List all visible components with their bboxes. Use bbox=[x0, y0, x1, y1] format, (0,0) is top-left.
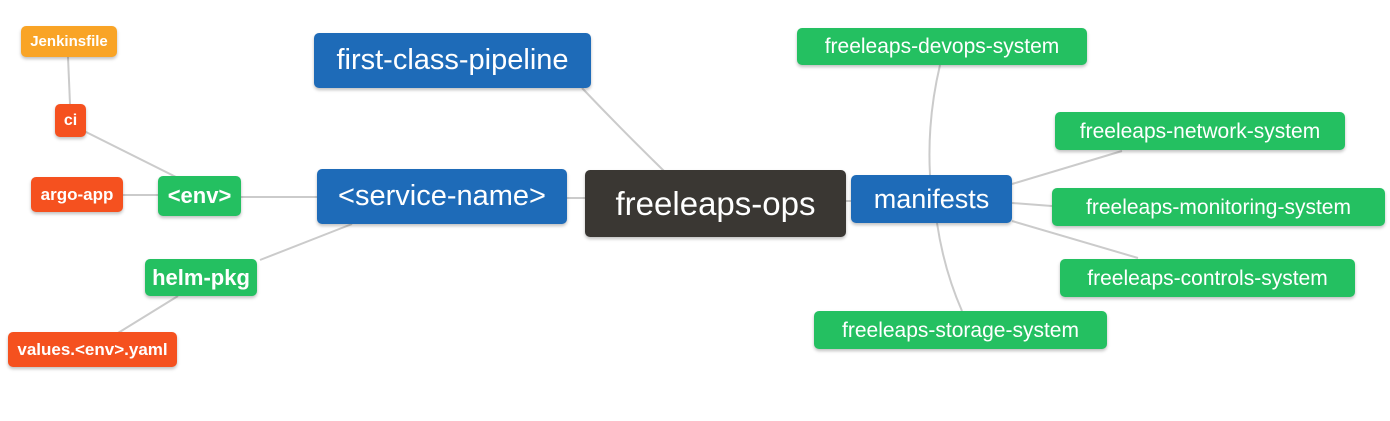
node-helm-pkg[interactable]: helm-pkg bbox=[145, 259, 257, 296]
edge-manifests-devops bbox=[928, 64, 941, 176]
node-service-name[interactable]: <service-name> bbox=[317, 169, 567, 224]
edge-jenkinsfile-ci bbox=[67, 56, 71, 105]
edge-manifests-network bbox=[1011, 150, 1123, 185]
edge-manifests-controls bbox=[1011, 220, 1139, 259]
edge-manifests-monitoring bbox=[1011, 202, 1053, 207]
node-env[interactable]: <env> bbox=[158, 176, 241, 216]
node-devops-system[interactable]: freeleaps-devops-system bbox=[797, 28, 1087, 65]
edge-manifests-storage bbox=[936, 222, 963, 312]
node-freeleaps-ops-root[interactable]: freeleaps-ops bbox=[585, 170, 846, 237]
node-argo-app[interactable]: argo-app bbox=[31, 177, 123, 212]
node-values-env-yaml[interactable]: values.<env>.yaml bbox=[8, 332, 177, 367]
edge-ci-env bbox=[83, 130, 181, 180]
edge-service-name-helm-pkg bbox=[259, 223, 353, 261]
edge-pipeline-freeleaps-ops bbox=[581, 87, 665, 172]
node-network-system[interactable]: freeleaps-network-system bbox=[1055, 112, 1345, 150]
edge-helm-pkg-values-yaml bbox=[117, 295, 179, 334]
node-ci[interactable]: ci bbox=[55, 104, 86, 137]
node-jenkinsfile[interactable]: Jenkinsfile bbox=[21, 26, 117, 57]
node-storage-system[interactable]: freeleaps-storage-system bbox=[814, 311, 1107, 349]
node-manifests[interactable]: manifests bbox=[851, 175, 1012, 223]
node-controls-system[interactable]: freeleaps-controls-system bbox=[1060, 259, 1355, 297]
node-first-class-pipeline[interactable]: first-class-pipeline bbox=[314, 33, 591, 88]
node-monitoring-system[interactable]: freeleaps-monitoring-system bbox=[1052, 188, 1385, 226]
